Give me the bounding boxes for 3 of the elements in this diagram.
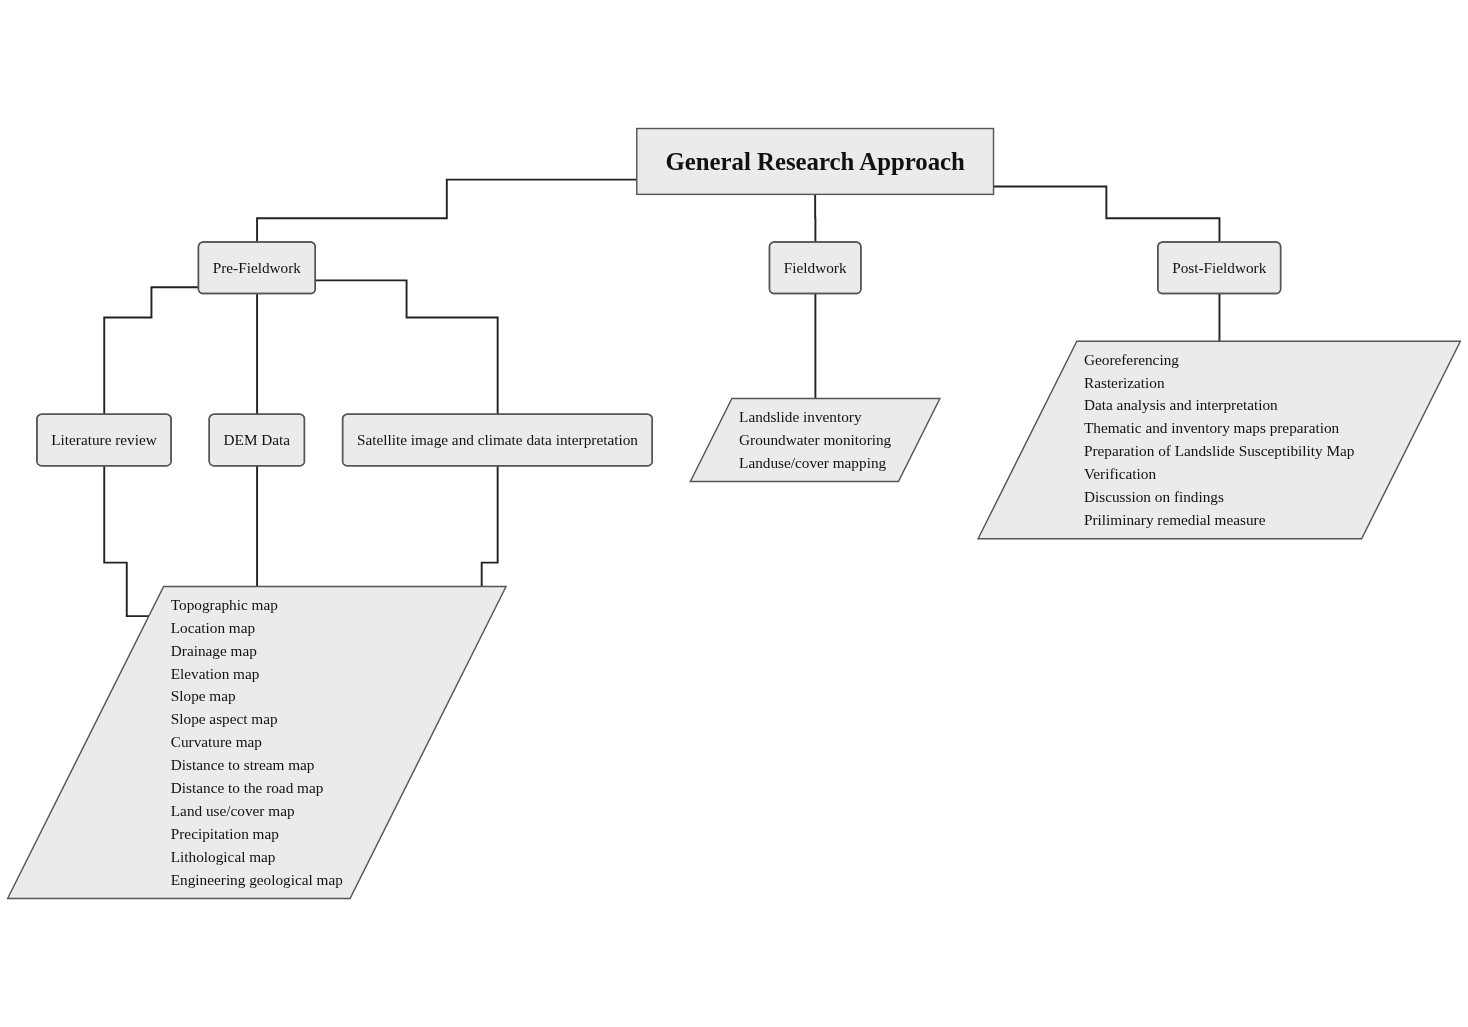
node-box: General Research Approach — [636, 127, 995, 196]
connector — [814, 193, 817, 244]
connector — [256, 293, 259, 416]
